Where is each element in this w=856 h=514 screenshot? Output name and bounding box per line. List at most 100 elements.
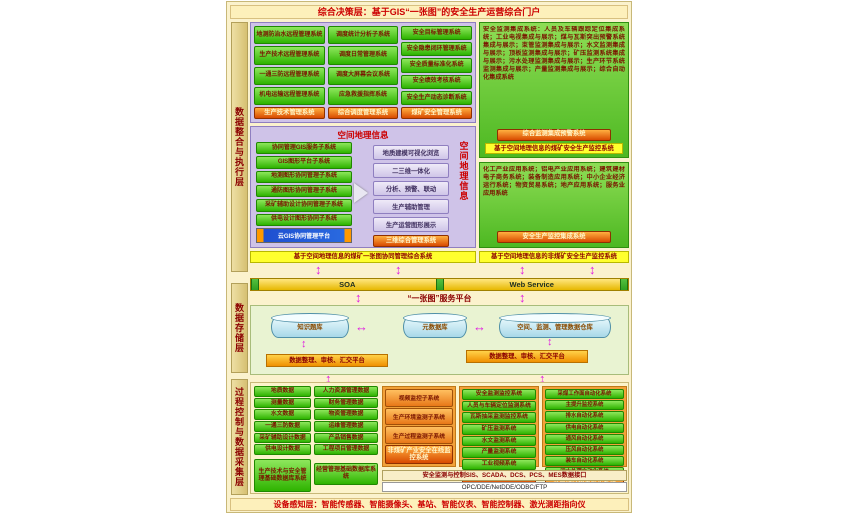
flow-arrow-icon [589,263,596,276]
gis-subsystem-item: 供电设计图形协同子系统 [256,213,352,226]
bus-segment [435,279,444,290]
mine-safety-monitor-col: 安全监测监控系统人员与车辆定位监测系统瓦斯抽采监测监控系统矿压监测系统水文监测系… [459,386,539,484]
protocol-bar: OPC/DDE/NetDDE/ODBC/FTP [382,482,627,492]
bus-segment [251,279,259,290]
flow-arrow-icon [519,291,526,304]
subsystem-item: 生产环境监测子系统 [385,407,453,426]
system-item: 生产技术远程管理系统 [254,46,325,65]
acquisition-section: 地质数据测量数据水文数据一通三防数据采矿辅助设计数据供电设计数据 生产技术与安全… [250,382,629,494]
dispatch-group-footer: 综合调度管理系统 [327,107,399,119]
monitor-item: 工业视频系统 [462,458,536,470]
data-item: 一通三防数据 [254,420,311,432]
gis-capability-item: 二三维一体化 [373,163,449,178]
metadata-db-cylinder: 元数据库 [403,313,467,338]
gis-capability-item: 分析、预警、联动 [373,181,449,196]
soa-label: SOA [339,280,356,289]
remote-group-footer: 生产技术管理系统 [254,107,325,119]
dispatch-group: 调度统计分析子系统调度日常管理系统调度大屏幕会议系统应急救援指挥系统 综合调度管… [327,26,399,119]
monitor-item: 安全监测监控系统 [462,389,536,400]
automation-item: 采煤工作面自动化系统 [545,389,624,400]
data-item: 运维管理数据 [314,420,378,432]
exchange-arrow-icon [473,320,486,333]
gis-capability-item: 地质建模可视化浏览 [373,145,449,160]
bus-segment [620,279,628,290]
system-item: 调度大屏幕会议系统 [327,66,399,85]
system-item: 安全绩效考核系统 [401,74,473,89]
data-item: 人力资源管理数据 [314,386,378,397]
layer-label-process: 过程控制与数据采集层 [231,379,248,495]
data-item: 水文数据 [254,409,311,420]
knowledge-db-cylinder: 知识题库 [271,313,349,338]
monitor-item: 人员与车辆定位监测系统 [462,400,536,412]
web-service-label: Web Service [509,280,554,289]
system-item: 调度统计分析子系统 [327,26,399,45]
noncoal-online-footer: 非煤矿产业安全在线监控系统 [385,445,453,464]
system-item: 安全生产动态诊断系统 [401,90,473,106]
gis-capability-item: 生产辅助管理 [373,199,449,214]
automation-col: 采煤工作面自动化系统主提升监控系统排水自动化系统供电自动化系统通风自动化系统压风… [542,386,627,492]
data-item: 测量数据 [254,397,311,409]
gis-right-footer: 三维综合管理系统 [373,235,449,247]
industry-panel-text: 化工产业应用系统；铝电产业应用系统；建筑建材电子商务系统；装备制造应用系统；中小… [483,166,625,198]
coal-monitor-banner: 基于空间地理信息的煤矿安全生产监控系统 [485,142,623,154]
system-item: 安全目标管理系统 [401,26,473,41]
monitor-item: 瓦斯抽采监测监控系统 [462,412,536,423]
gis-right-column: 地质建模可视化浏览二三维一体化分析、预警、联动生产辅助管理生产运营图形展示 三维… [373,145,449,247]
system-item: 安全质量标准化系统 [401,58,473,73]
gis-subsystem-item: GIS图形平台子系统 [256,156,352,169]
system-item: 机电运输远程管理系统 [254,86,325,106]
flow-arrow-icon [547,337,553,348]
data-item: 供电设计数据 [254,444,311,455]
automation-item: 装车自动化系统 [545,456,624,467]
industry-application-panel: 化工产业应用系统；铝电产业应用系统；建筑建材电子商务系统；装备制造应用系统；中小… [479,162,629,248]
operation-data-col: 人力资源管理数据财务管理数据物资管理数据运维管理数据产品销售数据工程项目管理数据 [314,386,378,455]
monitoring-panel-footer: 综合监测集成预警系统 [497,128,611,141]
gis-box-title: 空间地理信息 [337,130,389,140]
automation-item: 供电自动化系统 [545,422,624,433]
layer-label-integration: 数据整合与执行层 [231,22,248,272]
service-platform-label: “一张图”服务平台 [407,294,472,303]
system-item: 安全隐患闭环管理系统 [401,42,473,57]
storage-section: 知识题库 元数据库 空间、监测、管理数据仓库 数据整理、审核、汇交平台 数据整理… [250,305,629,375]
gis-side-label: 空间地理信息 [458,141,469,201]
cloud-gis-platform-bar: 云GIS协同管理平台 [256,228,352,243]
noncoal-monitor-col: 视频监控子系统生产环境监测子系统生产过程监测子系统 非煤矿产业安全在线监控系统 [382,386,456,467]
data-item: 工程项目管理数据 [314,444,378,455]
layer-label-storage: 数据存储层 [231,283,248,373]
gis-capability-item: 生产运营图形展示 [373,217,449,232]
system-item: 一通三防远程管理系统 [254,66,325,85]
gis-subsystem-item: 采矿辅助设计协同管理子系统 [256,199,352,212]
management-systems-box: 地测防治水远程管理系统生产技术远程管理系统一通三防远程管理系统机电运输远程管理系… [250,22,476,123]
remote-management-group: 地测防治水远程管理系统生产技术远程管理系统一通三防远程管理系统机电运输远程管理系… [254,26,325,119]
data-item: 采矿辅助设计数据 [254,432,311,444]
noncoal-monitor-banner: 基于空间地理信息的非煤矿安全生产监控系统 [479,251,629,263]
device-perception-bar: 设备感知层：智能传感器、智能摄像头、基站、智能仪表、智能控制器、激光测距指向仪 [230,498,629,511]
flow-arrow-icon [301,339,307,350]
flow-arrow-icon [395,263,402,276]
monitor-item: 产量监测系统 [462,447,536,458]
gis-subsystem-item: 通防图形协同管理子系统 [256,184,352,198]
subsystem-item: 生产过程监测子系统 [385,426,453,445]
data-item: 财务管理数据 [314,397,378,409]
warehouse-db-cylinder: 空间、监测、管理数据仓库 [499,313,611,338]
industry-panel-footer: 安全生产监控集成系统 [497,231,611,243]
monitor-item: 水文监测系统 [462,435,536,447]
operation-db-footer: 经营管理基础数据库系统 [314,463,378,485]
safety-group-footer: 煤矿安全管理系统 [401,107,473,119]
interface-bar: 安全监测与控制SIS、SCADA、DCS、PCS、MES数据接口 [382,470,627,481]
decision-layer-banner: 综合决策层：基于GIS“一张图”的安全生产运营综合门户 [230,5,628,19]
flow-arrow-icon [519,263,526,276]
data-item: 产品销售数据 [314,432,378,444]
safety-group: 安全目标管理系统安全隐患闭环管理系统安全质量标准化系统安全绩效考核系统安全生产动… [401,26,473,119]
gis-subsystem-item: 地测图形协同管理子系统 [256,170,352,183]
data-item: 地质数据 [254,386,311,397]
soa-bus: SOA Web Service [250,278,629,291]
monitor-item: 矿压监测系统 [462,423,536,435]
exchange-arrow-icon [355,320,368,333]
data-item: 物资管理数据 [314,409,378,420]
automation-item: 排水自动化系统 [545,411,624,422]
architecture-diagram: 综合决策层：基于GIS“一张图”的安全生产运营综合门户 数据整合与执行层 数据存… [226,1,632,513]
automation-item: 压风自动化系统 [545,445,624,456]
right-arrow-icon [354,183,368,203]
